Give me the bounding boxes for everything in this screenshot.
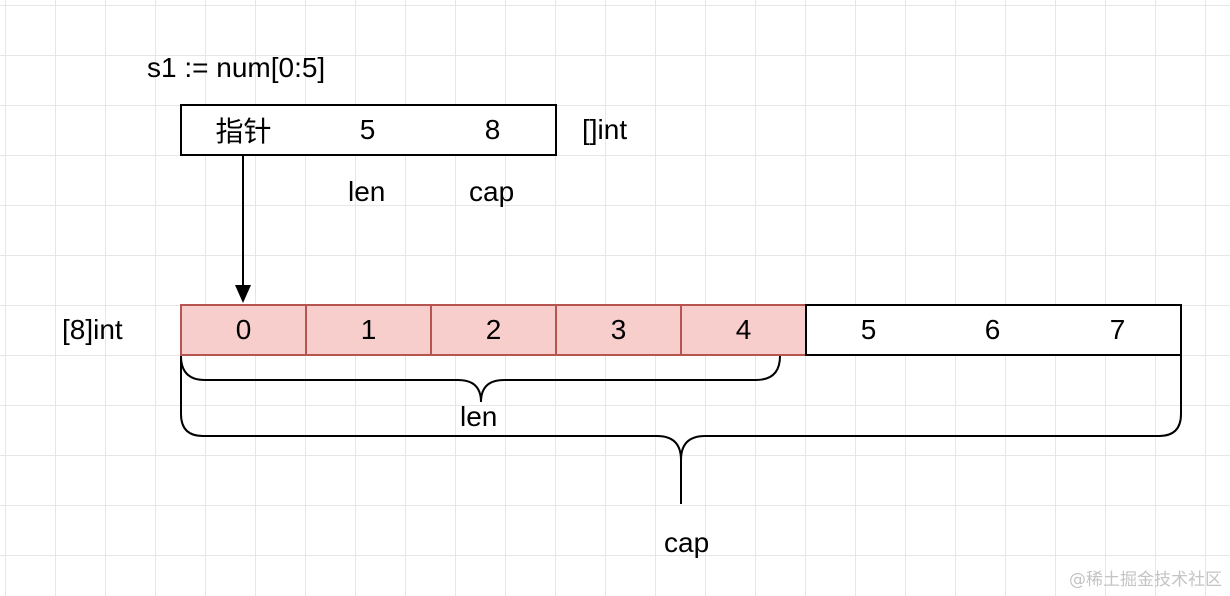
array-cell-4: 4 xyxy=(680,304,807,356)
array-cell-6: 6 xyxy=(930,304,1057,356)
cap-brace xyxy=(180,356,1182,504)
cap-brace-label: cap xyxy=(664,527,710,558)
array-type-label: [8]int xyxy=(62,314,123,345)
len-brace xyxy=(180,355,781,403)
header-cap-label: cap xyxy=(469,176,515,207)
array-cell-1: 1 xyxy=(305,304,432,356)
slice-header-cap-field: 8 xyxy=(430,104,557,156)
slice-header-len-field: 5 xyxy=(305,104,432,156)
slice-type-label: []int xyxy=(582,114,628,145)
len-brace-label: len xyxy=(460,401,498,432)
slice-header-pointer-field: 指针 xyxy=(180,104,307,156)
watermark: @稀土掘金技术社区 xyxy=(1069,570,1222,590)
array-cell-7: 7 xyxy=(1055,304,1182,356)
pointer-arrow-head xyxy=(235,285,251,303)
array-cell-3: 3 xyxy=(555,304,682,356)
header-len-label: len xyxy=(348,176,386,207)
array-cell-5: 5 xyxy=(805,304,932,356)
array-cell-2: 2 xyxy=(430,304,557,356)
array-cell-0: 0 xyxy=(180,304,307,356)
slice-expression: s1 := num[0:5] xyxy=(147,52,326,83)
